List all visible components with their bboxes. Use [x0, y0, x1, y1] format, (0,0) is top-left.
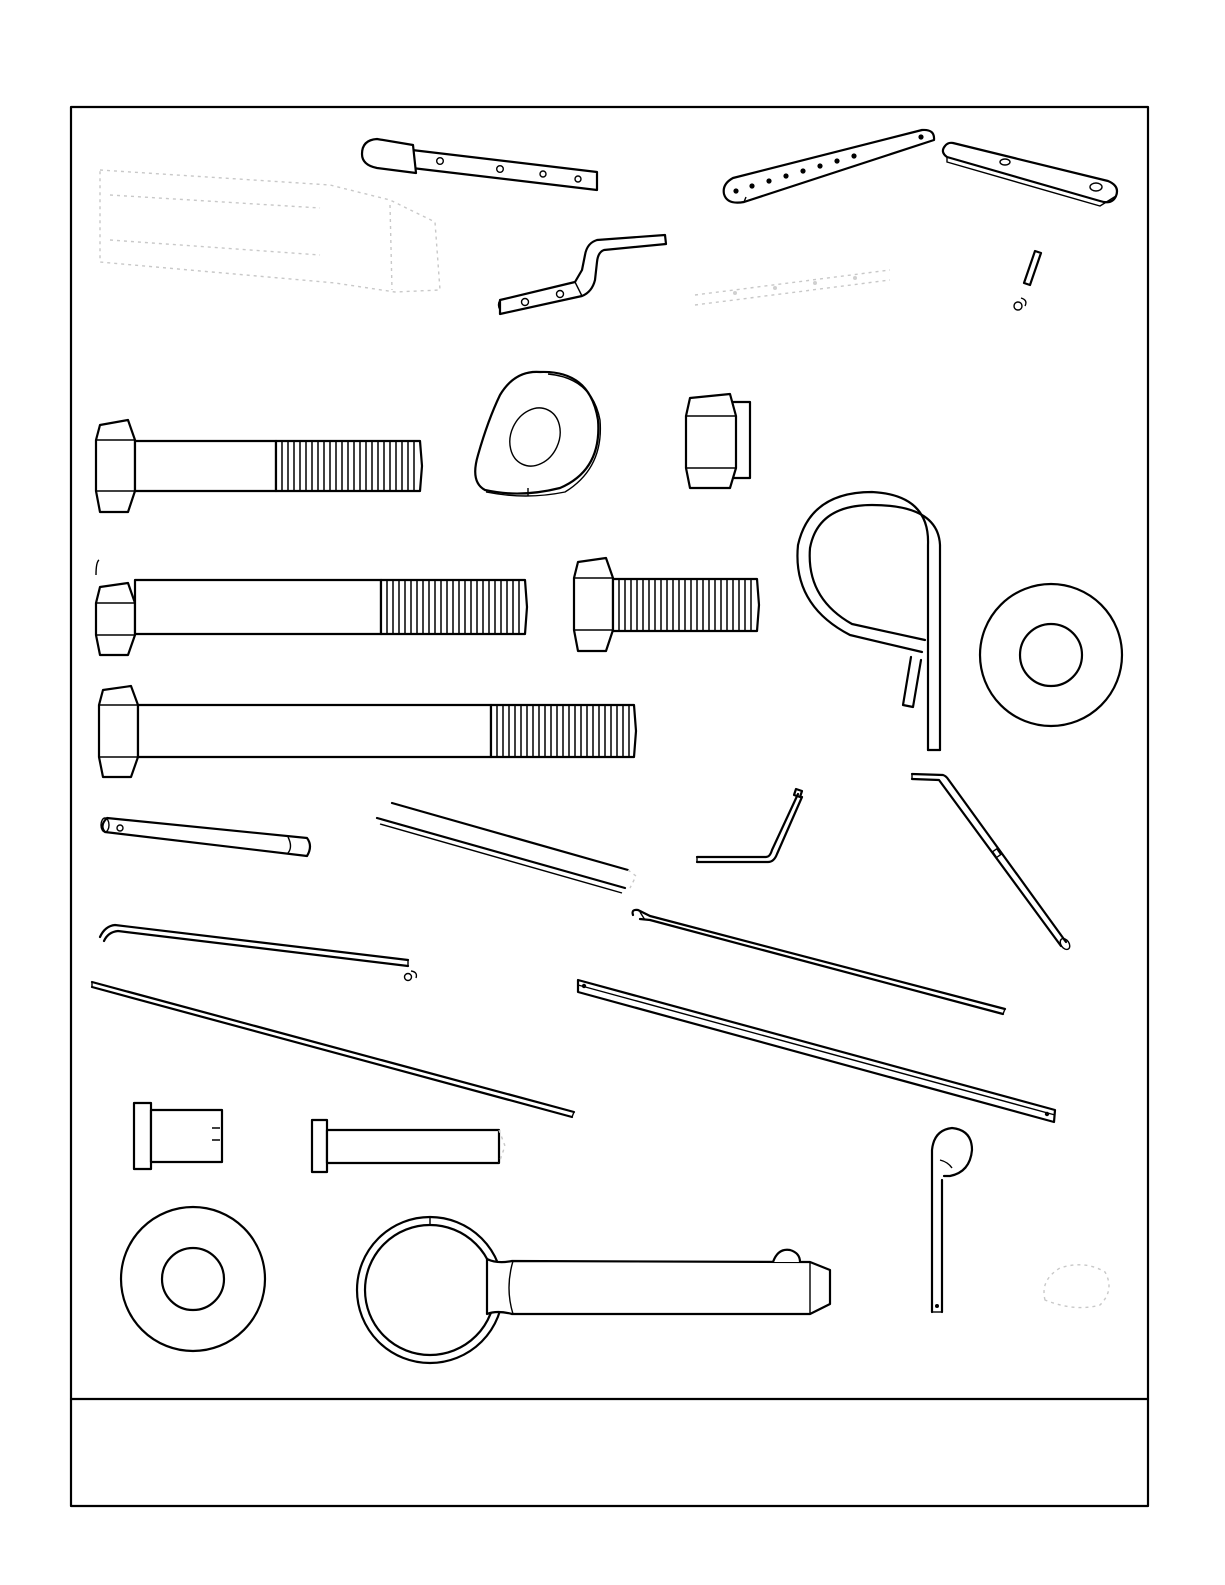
clevis-pin [101, 818, 310, 856]
ring-pin [357, 1217, 830, 1363]
cam-washer [475, 372, 600, 496]
bent-rod-long [912, 774, 1072, 951]
hex-bolt-long [96, 560, 527, 655]
faded-hole-strip [695, 270, 890, 305]
offset-bracket [499, 235, 667, 314]
headed-pin [312, 1120, 505, 1172]
hitch-pin-clip [797, 492, 940, 750]
perforated-strap [724, 130, 934, 203]
flat-bar [578, 980, 1055, 1122]
short-strap [943, 143, 1117, 206]
flat-washer-large [980, 584, 1122, 726]
rod-with-bent-end [633, 910, 1005, 1014]
handle-strap [362, 139, 597, 190]
lock-nut [686, 394, 750, 488]
flanged-bushing [134, 1103, 222, 1169]
faded-clip [1044, 1265, 1109, 1308]
hair-pin [932, 1128, 972, 1312]
hex-bolt-short [574, 558, 759, 651]
straight-rod [92, 982, 574, 1117]
flat-washer-small [121, 1207, 265, 1351]
hex-bolt-medium [96, 420, 422, 512]
hex-bolt-extra-long [99, 686, 636, 777]
bent-rod-with-clip [100, 925, 416, 981]
small-pin-with-clip [1014, 251, 1041, 310]
bent-rod-short [697, 789, 802, 862]
round-rod [377, 803, 636, 893]
faded-bar-outline [100, 170, 440, 292]
